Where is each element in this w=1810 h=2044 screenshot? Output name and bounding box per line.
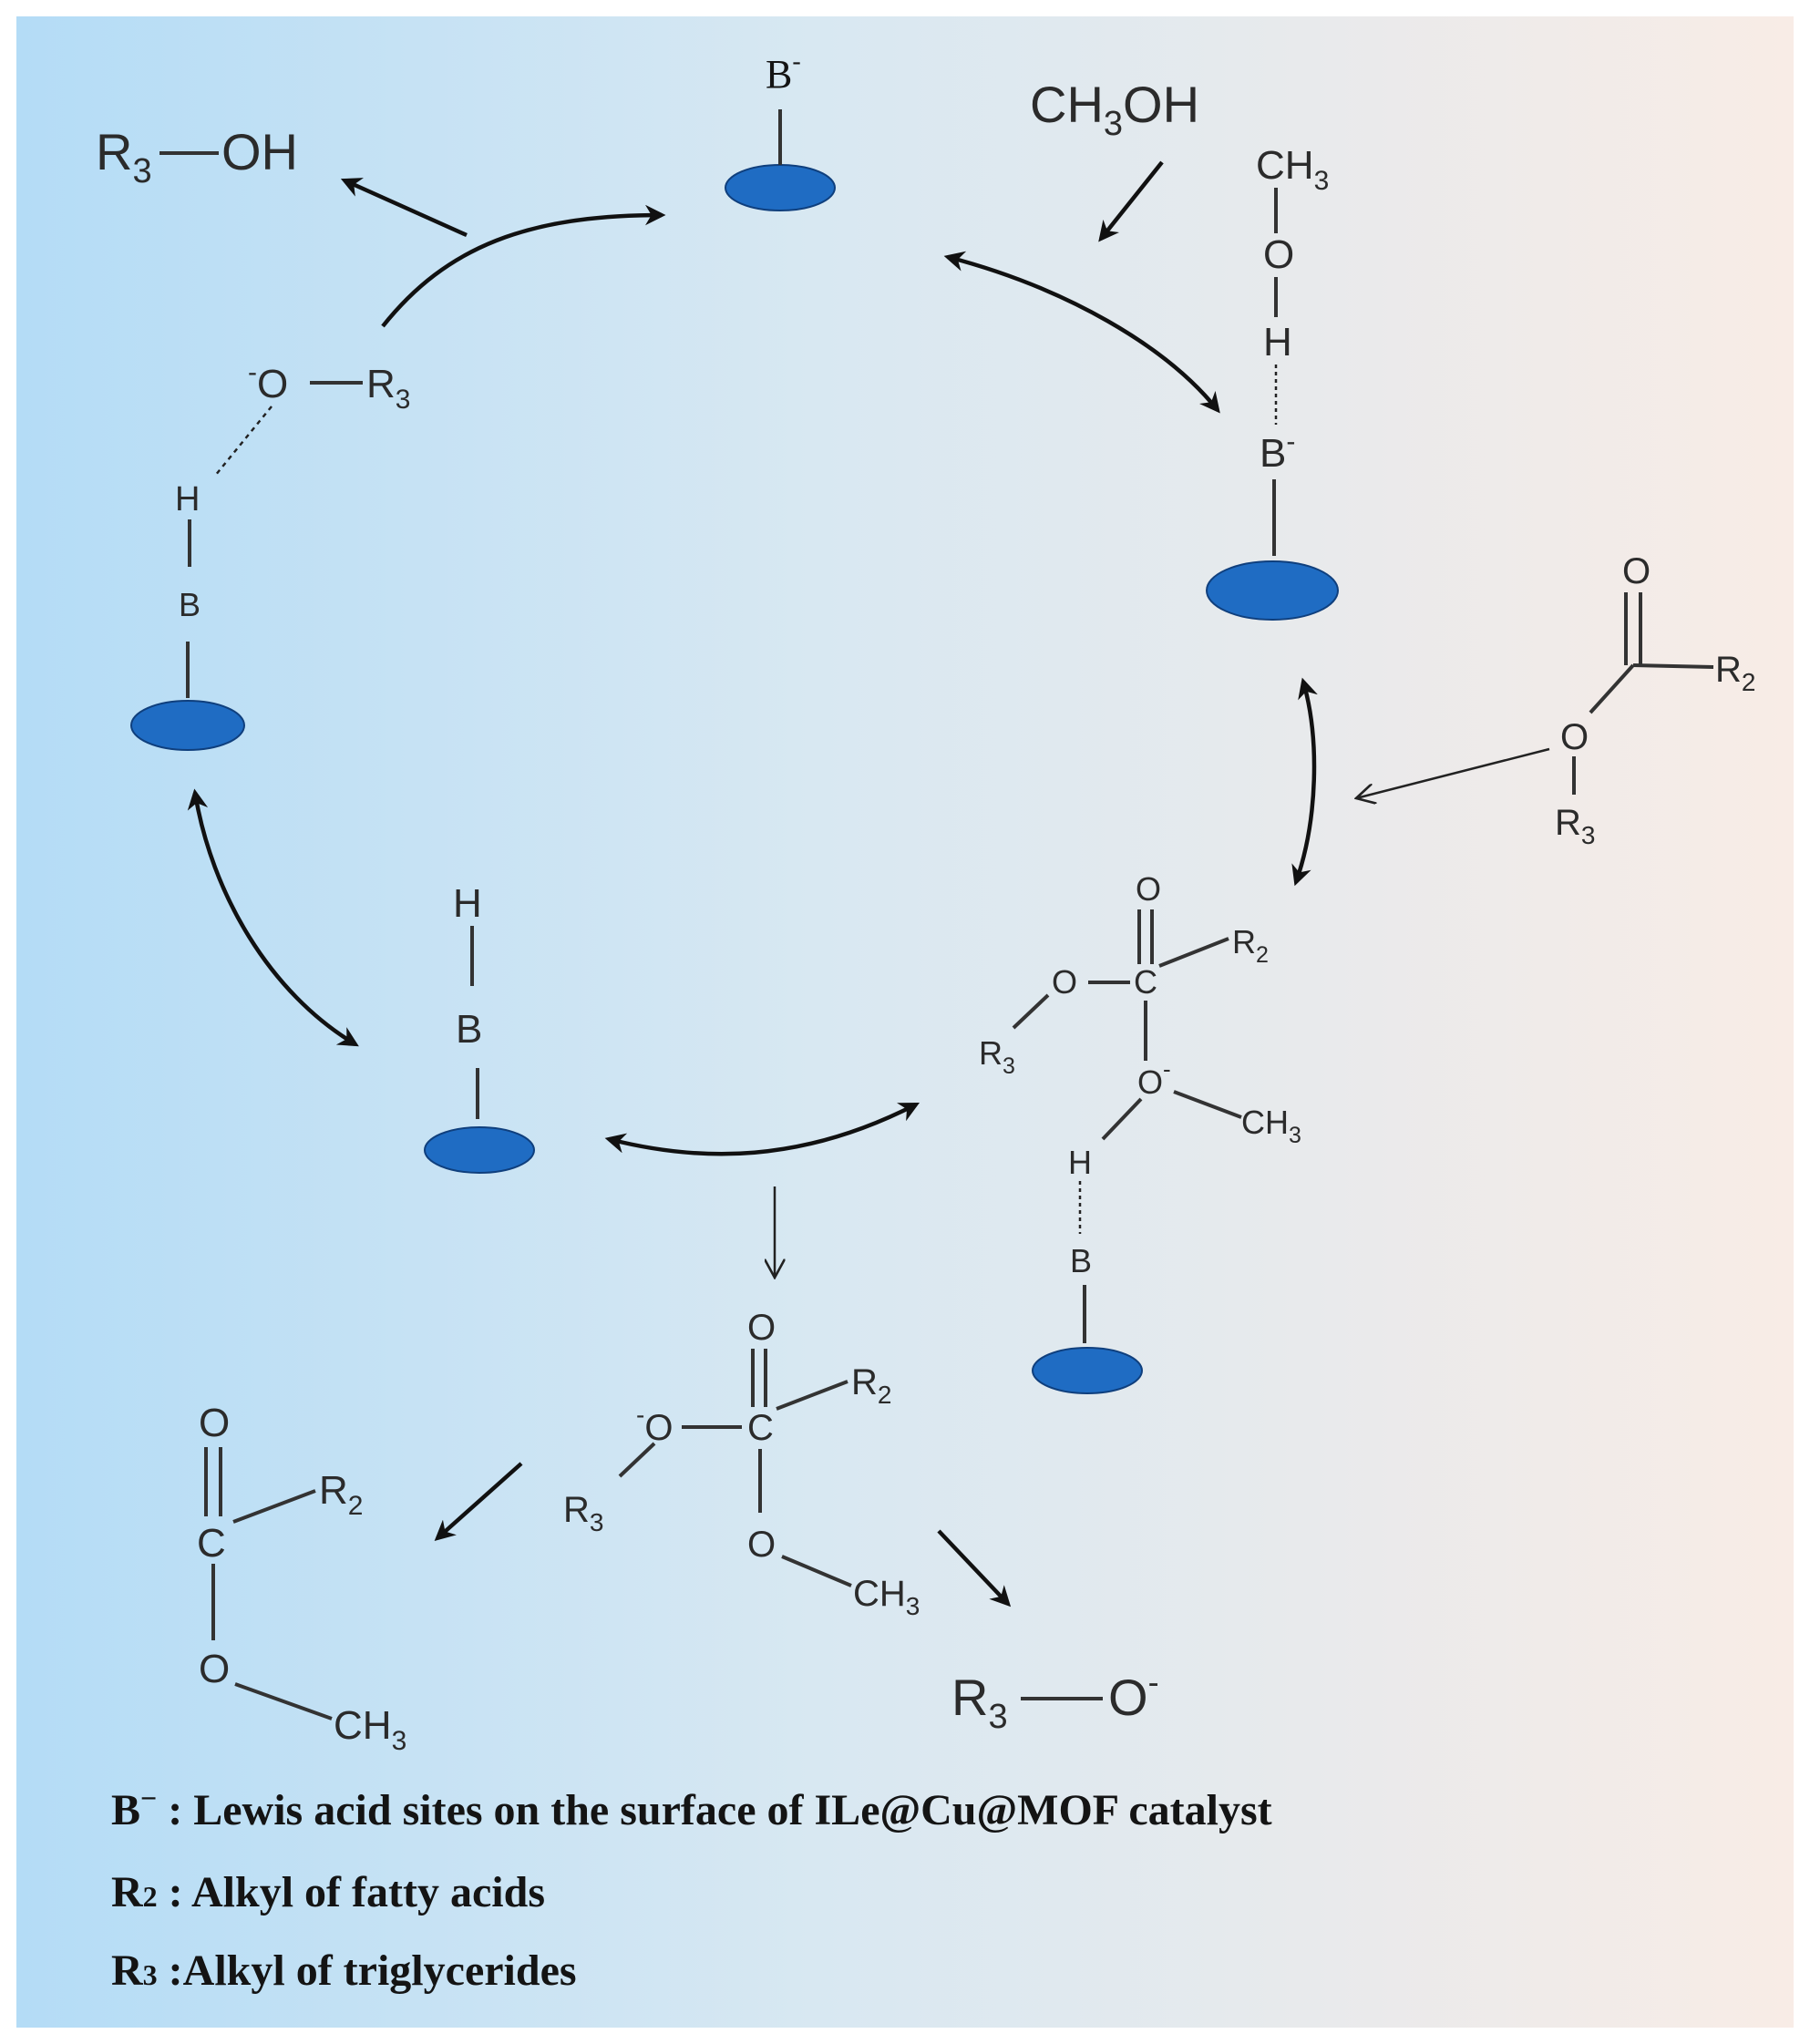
catalyst-surface [725,164,836,211]
catalyst-site-methanol: CH3 O H B- [1206,143,1339,621]
svg-text:H: H [453,881,482,926]
background-panel [16,16,1794,2028]
svg-text:C: C [1134,963,1157,1001]
tetrahedral-intermediate-bound: O R2 C O R3 O- CH3 H B [979,870,1301,1394]
svg-text:O: O [1263,232,1294,277]
svg-text:C: C [197,1521,226,1566]
svg-text:B: B [456,1007,482,1052]
svg-text:R3: R3 [366,362,410,415]
svg-text:OH: OH [221,123,298,180]
svg-text:O-: O- [1108,1663,1159,1726]
svg-text:R3: R3 [96,123,152,190]
legend-item-b: B− : Lewis acid sites on the surface of … [111,1782,1272,1834]
catalyst-site-protonated: H B [424,881,535,1174]
alkoxide-product: R3 O- [951,1663,1159,1736]
svg-text:O: O [1560,717,1589,757]
svg-text:O: O [1622,551,1651,591]
svg-text:R2: R2 [1715,650,1755,696]
svg-text:O: O [199,1647,230,1691]
methyl-ester-product: O R2 C O CH3 [197,1401,406,1756]
svg-text:O: O [1136,870,1161,908]
legend-item-r3: R3 :Alkyl of triglycerides [111,1946,577,1995]
svg-text:CH3: CH3 [334,1703,406,1756]
tetrahedral-intermediate-free: O R2 C -O R3 O CH3 [563,1308,920,1620]
svg-text:B: B [179,586,201,623]
legend-item-r2: R2 : Alkyl of fatty acids [111,1868,545,1916]
catalyst-surface [130,700,245,751]
svg-text:-O: -O [636,1401,673,1448]
b-minus-label: B- [766,47,801,97]
svg-text:O: O [747,1525,776,1565]
svg-text:C: C [747,1408,774,1448]
alkoxide-arrow [937,1529,1012,1607]
svg-text:O-: O- [1137,1055,1171,1101]
catalyst-surface [424,1126,535,1174]
svg-text:R2: R2 [1232,923,1269,968]
svg-text:CH3: CH3 [853,1574,920,1620]
legend: B− : Lewis acid sites on the surface of … [111,1782,1272,1995]
svg-text:R3: R3 [1555,803,1595,849]
methanol-in-arrow [1098,160,1164,242]
ester-in-arrow [1356,747,1550,798]
svg-text:R3: R3 [951,1669,1008,1736]
svg-text:R3: R3 [563,1490,603,1536]
cycle-arrow-right [1291,677,1318,887]
svg-text:R2: R2 [851,1362,891,1409]
svg-text:H: H [1263,320,1292,365]
catalyst-site-top: B- [725,47,836,211]
catalyst-site-alkoxide: -O R3 H B [130,357,410,751]
catalyst-surface [1032,1347,1143,1394]
cycle-arrow-bottom [604,1102,920,1156]
svg-text:-O: -O [248,357,288,406]
triglyceride-ester: O R2 O R3 [1555,551,1755,849]
svg-text:CH3: CH3 [1241,1104,1301,1148]
methanol-label: CH3OH [1030,76,1199,143]
r3oh-release-arrow [340,178,468,238]
svg-text:CH3: CH3 [1256,143,1329,196]
catalyst-surface [1206,560,1339,621]
svg-text:R3: R3 [979,1034,1015,1079]
svg-text:O: O [1052,963,1077,1001]
svg-text:H: H [1068,1144,1092,1181]
svg-text:O: O [747,1308,776,1348]
svg-text:O: O [199,1401,230,1445]
svg-text:H: H [175,480,200,519]
cycle-arrow-top-left [381,204,666,328]
cycle-arrow-left [187,788,359,1047]
svg-text:B: B [1070,1242,1092,1279]
fame-arrow [434,1462,523,1541]
svg-text:B-: B- [1260,426,1295,476]
cycle-arrow-top-right [943,251,1220,414]
r3-oh-product: R3 OH [96,123,298,190]
svg-text:R2: R2 [319,1468,363,1521]
